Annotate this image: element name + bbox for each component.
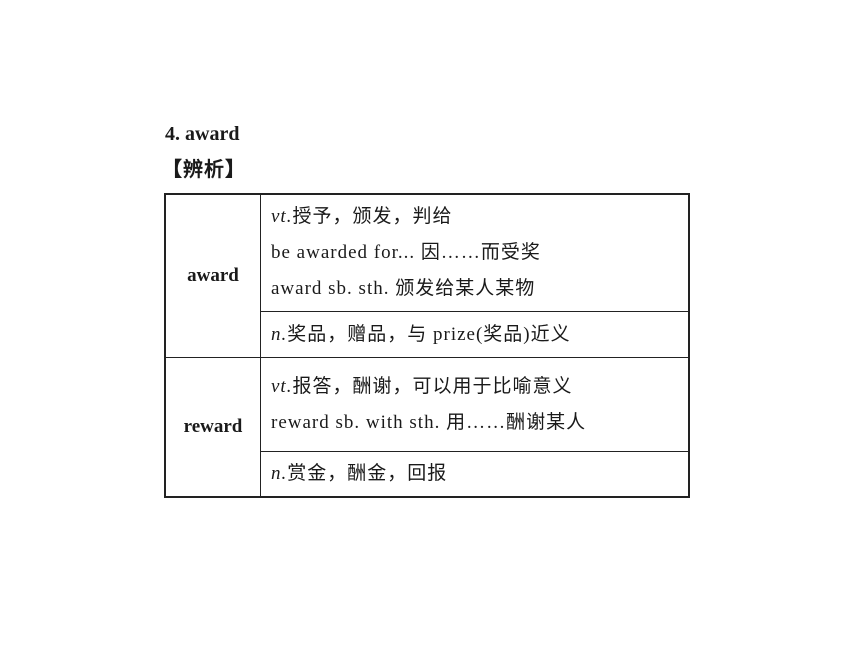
usage-line: award sb. sth. 颁发给某人某物 — [271, 278, 536, 299]
table-row: n.赏金，酬金，回报 — [165, 451, 690, 498]
analysis-label: 【辨析】 — [162, 159, 246, 181]
sense-verb-reward: vt.报答，酬谢，可以用于比喻意义 reward sb. with sth. 用… — [260, 357, 690, 452]
table-row: n.奖品，赠品，与 prize(奖品)近义 — [165, 311, 690, 358]
sense-noun-reward: n.赏金，酬金，回报 — [260, 451, 690, 498]
definition-line: n.赏金，酬金，回报 — [271, 463, 448, 484]
part-of-speech: vt. — [271, 206, 293, 227]
vocabulary-table: award vt.授予，颁发，判给 be awarded for... 因……而… — [164, 193, 690, 498]
table-row: reward vt.报答，酬谢，可以用于比喻意义 reward sb. with… — [164, 357, 690, 498]
usage-line: reward sb. with sth. 用……酬谢某人 — [271, 411, 587, 433]
definition-line: n.奖品，赠品，与 prize(奖品)近义 — [271, 323, 571, 345]
part-of-speech: vt. — [271, 375, 293, 397]
section-heading: 4. award — [165, 123, 240, 145]
part-of-speech: n. — [271, 463, 288, 484]
table-row: award vt.授予，颁发，判给 be awarded for... 因……而… — [164, 193, 690, 358]
headword-award: award — [164, 193, 261, 358]
sense-verb-award: vt.授予，颁发，判给 be awarded for... 因……而受奖 awa… — [260, 193, 690, 312]
sense-noun-award: n.奖品，赠品，与 prize(奖品)近义 — [260, 311, 690, 358]
headword-reward: reward — [164, 357, 261, 498]
usage-line: be awarded for... 因……而受奖 — [271, 242, 541, 263]
part-of-speech: n. — [271, 323, 288, 345]
definition-line: vt.报答，酬谢，可以用于比喻意义 — [271, 375, 573, 397]
definition-line: vt.授予，颁发，判给 — [271, 206, 453, 227]
